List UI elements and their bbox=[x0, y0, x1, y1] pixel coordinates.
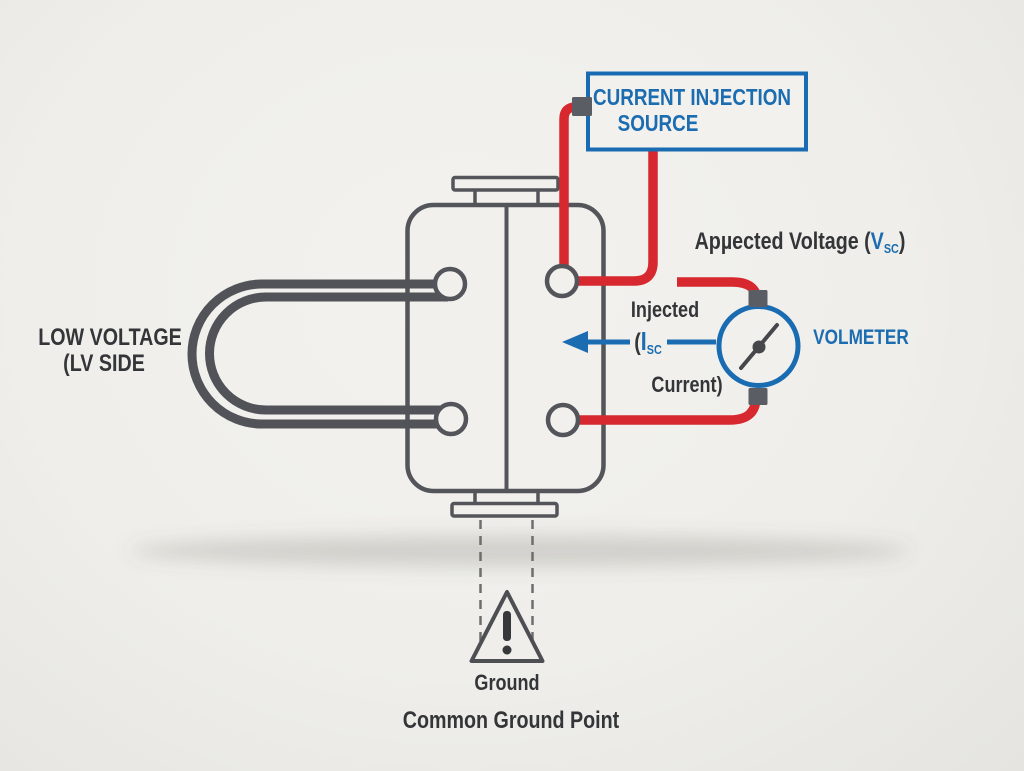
source-box-label-line2: SOURCE bbox=[617, 110, 699, 136]
transformer-terminals bbox=[432, 263, 581, 438]
injected-label-line2: Current) bbox=[651, 372, 723, 397]
wire-source-to-hv-terminal bbox=[578, 150, 658, 286]
source-box-terminal-lug bbox=[572, 97, 592, 116]
voltmeter-terminal-bottom bbox=[748, 388, 768, 405]
applied-voltage-label: Apµected Voltage (VSC) bbox=[694, 228, 906, 256]
terminal-lv-bottom bbox=[433, 401, 469, 437]
ground-dashed-lines bbox=[479, 520, 534, 646]
floor-shadow bbox=[130, 535, 910, 567]
lv-shorting-bar bbox=[187, 279, 448, 429]
injected-label-line1: Injected bbox=[630, 297, 700, 322]
injected-symbol-label: (ISC bbox=[634, 326, 662, 357]
ground-label: Ground bbox=[474, 670, 540, 695]
voltmeter-terminal-top bbox=[748, 290, 768, 307]
low-voltage-label-line2: (LV SIDE bbox=[63, 350, 145, 377]
current-injection-source-box bbox=[586, 71, 808, 152]
terminal-hv-bottom bbox=[545, 402, 581, 438]
voltmeter-gauge-icon bbox=[716, 290, 801, 405]
arrow-left-icon bbox=[562, 331, 716, 353]
source-box-label-line1: CURRENT INJECTION bbox=[592, 84, 792, 110]
injected-open-paren: ( bbox=[634, 329, 641, 356]
common-ground-point-label: Common Ground Point bbox=[402, 707, 620, 734]
terminal-lv-top bbox=[432, 266, 468, 302]
warning-triangle-icon bbox=[469, 590, 545, 663]
applied-voltage-symbol: V bbox=[870, 228, 884, 255]
injected-current-symbol: I bbox=[640, 326, 647, 356]
applied-voltage-close-paren: ) bbox=[898, 228, 906, 255]
terminal-hv-top bbox=[544, 263, 580, 299]
low-voltage-label-line1: LOW VOLTAGE bbox=[38, 324, 182, 351]
voltmeter-label: VOLMETER bbox=[813, 326, 909, 349]
applied-voltage-subscript: SC bbox=[883, 240, 899, 256]
injected-current-subscript: SC bbox=[646, 341, 662, 357]
applied-voltage-text: Apµected Voltage ( bbox=[694, 228, 871, 255]
